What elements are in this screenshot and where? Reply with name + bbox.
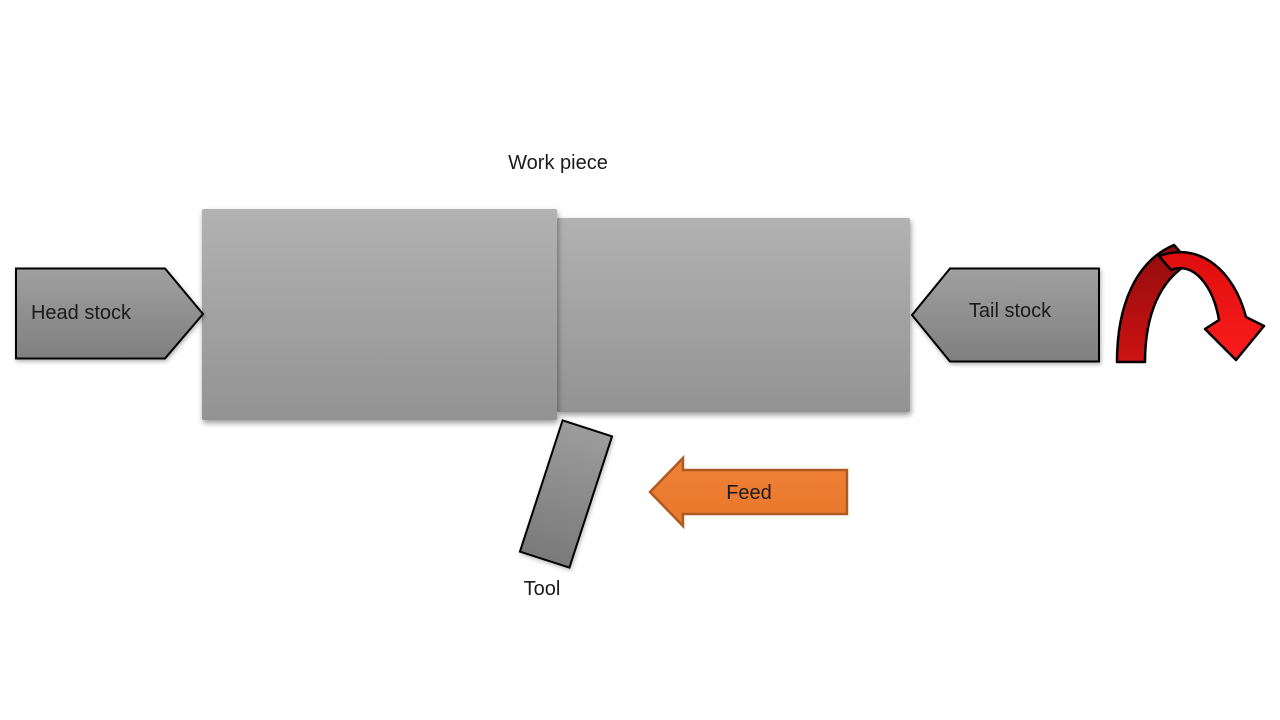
workpiece-right-rect [557, 218, 910, 412]
rotation-arrow-icon [1115, 243, 1266, 364]
rotation-arrow-back-band [1115, 243, 1192, 364]
tail-stock-arrow-shape [910, 267, 1100, 363]
tail-stock-arrow [910, 267, 1100, 363]
feed-arrow-shape [648, 454, 849, 530]
rotation-arrow-front-band [1157, 250, 1266, 362]
head-stock-arrow [15, 267, 205, 360]
workpiece-left-rect [202, 209, 557, 420]
workpiece-right-section [557, 218, 910, 412]
tool-shape [518, 419, 614, 569]
feed-arrow [648, 454, 849, 530]
work-piece-label: Work piece [508, 152, 608, 174]
head-stock-arrow-shape [15, 267, 205, 360]
workpiece-left-section [202, 209, 557, 420]
tool-rect [518, 419, 614, 569]
tool-label: Tool [523, 578, 561, 600]
